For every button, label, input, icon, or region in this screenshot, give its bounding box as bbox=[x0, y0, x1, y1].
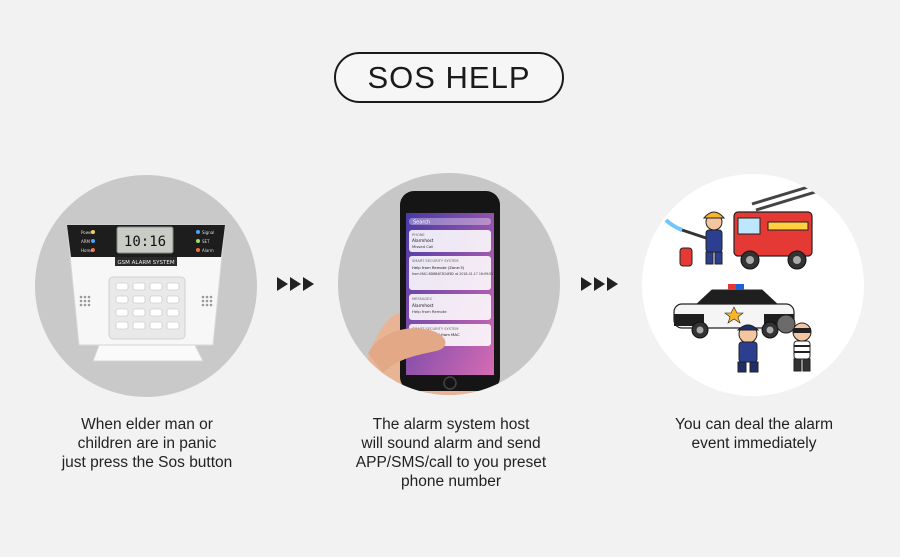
flow-arrows bbox=[581, 277, 618, 293]
notification-title: Alarmhost bbox=[412, 303, 434, 308]
indicator-label-power: Power bbox=[81, 230, 93, 235]
alarm-panel-image: 10:16 GSM ALARM SYSTEM Power ARM Home Si… bbox=[35, 175, 257, 397]
caption-line: will sound alarm and send bbox=[361, 435, 541, 452]
step-caption: The alarm system host will sound alarm a… bbox=[331, 415, 571, 491]
indicator-label-arm: ARM bbox=[81, 239, 91, 244]
notification-body: Help from Remote bbox=[412, 309, 447, 314]
notification-app: SMART SECURITY SYSTEM bbox=[412, 327, 459, 331]
caption-line: just press the Sos button bbox=[61, 454, 233, 471]
notification-title: Alarmhost bbox=[412, 238, 434, 243]
caption-line: children are in panic bbox=[77, 435, 217, 452]
flow-arrows bbox=[277, 277, 314, 293]
fire-truck-icon bbox=[733, 182, 823, 270]
caption-line: The alarm system host bbox=[372, 416, 530, 433]
panel-brand-label: GSM ALARM SYSTEM bbox=[117, 260, 174, 266]
caption-line: APP/SMS/call to you preset bbox=[355, 454, 547, 471]
notification-app: MESSAGES bbox=[412, 297, 432, 301]
caption-line: phone number bbox=[401, 473, 501, 490]
notification-title: Help from Remote (Zone:3) bbox=[412, 265, 465, 270]
notification-body: from MAC:6D6B4E3D4EB2 at 2018-01-17 16:0… bbox=[412, 272, 493, 276]
page-title: SOS HELP bbox=[334, 52, 564, 103]
caption-line: event immediately bbox=[691, 435, 817, 452]
caption-line: You can deal the alarm bbox=[675, 416, 833, 433]
phone-search-placeholder: Search bbox=[413, 220, 430, 226]
phone-notification-image: Search PHONE Alarmhost Missed Call SMART… bbox=[338, 173, 560, 395]
indicator-label-signal: Signal bbox=[202, 230, 214, 235]
step-caption: You can deal the alarm event immediately bbox=[634, 415, 874, 453]
indicator-label-home: Home bbox=[81, 248, 93, 253]
notification-app: PHONE bbox=[412, 233, 425, 237]
notification-app: SMART SECURITY SYSTEM bbox=[412, 259, 459, 263]
panel-display-text: 10:16 bbox=[124, 234, 166, 250]
notification-body: Missed Call bbox=[412, 244, 433, 249]
caption-line: When elder man or bbox=[81, 416, 213, 433]
firefighter-icon bbox=[664, 211, 726, 265]
indicator-label-alarm: Alarm bbox=[202, 248, 214, 253]
indicator-label-set: SET bbox=[202, 239, 210, 244]
policeman-icon bbox=[736, 324, 760, 373]
thief-icon bbox=[776, 314, 812, 372]
step-caption: When elder man or children are in panic … bbox=[27, 415, 267, 472]
emergency-response-image bbox=[642, 174, 864, 396]
police-car-icon bbox=[673, 284, 795, 339]
